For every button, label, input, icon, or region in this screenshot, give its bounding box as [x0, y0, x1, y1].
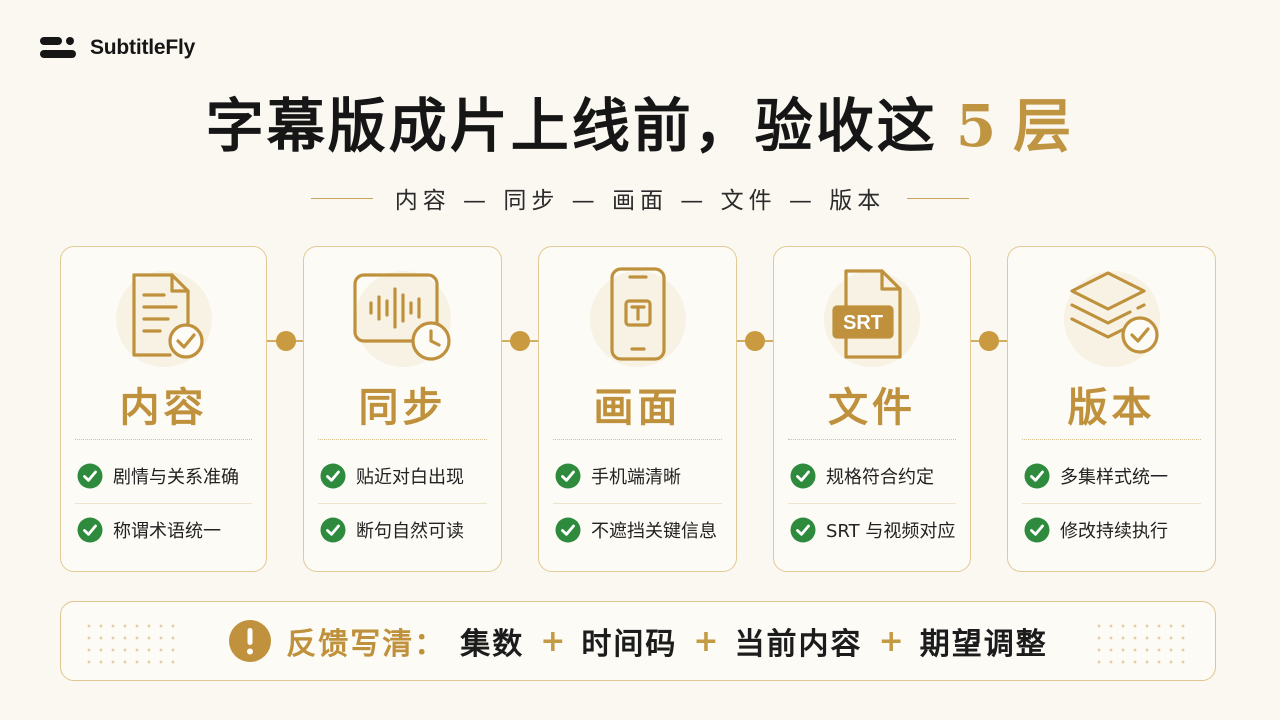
check-item: 剧情与关系准确 [75, 452, 252, 500]
brand-logo: SubtitleFly [38, 34, 195, 62]
dotted-divider [553, 439, 722, 440]
check-item: 不遮挡关键信息 [553, 506, 722, 554]
check-circle-icon [555, 463, 581, 489]
layers-check-icon [1069, 271, 1159, 354]
check-item: 断句自然可读 [318, 506, 487, 554]
card-title: 画面 [593, 384, 682, 431]
card-title: 版本 [1067, 384, 1156, 431]
check-item: SRT 与视频对应 [788, 506, 956, 554]
decorative-dots [1093, 620, 1193, 664]
check-circle-icon [790, 517, 816, 543]
check-circle-icon [790, 463, 816, 489]
feedback-bar: 反馈写清： 集数 + 时间码 + 当前内容 + 期望调整 [60, 601, 1216, 681]
title-main: 字幕版成片上线前，验收这 [205, 92, 938, 160]
check-circle-icon [1024, 463, 1050, 489]
check-item-text: SRT 与视频对应 [826, 521, 956, 542]
card-screen: 画面 手机端清晰 不遮挡关键信息 [538, 246, 737, 572]
feedback-item: 期望调整 [919, 627, 1048, 662]
card-sync: 同步 贴近对白出现 断句自然可读 [303, 246, 502, 572]
title-unit: 层 [1013, 92, 1075, 160]
check-item: 多集样式统一 [1022, 452, 1201, 500]
title-number: 5 [955, 92, 1000, 160]
card-content: 内容 剧情与关系准确 称谓术语统一 [60, 246, 267, 572]
plus-sign: + [878, 623, 904, 659]
feedback-item: 集数 [460, 627, 525, 662]
check-item-text: 手机端清晰 [591, 467, 681, 488]
phone-text-icon [609, 267, 666, 361]
feedback-item: 时间码 [581, 627, 678, 662]
check-circle-icon [320, 517, 346, 543]
srt-file-icon: SRT [832, 269, 902, 359]
connector-dot [979, 331, 999, 351]
check-item-text: 称谓术语统一 [113, 521, 221, 542]
waveform-clock-icon [352, 273, 451, 361]
check-item-text: 不遮挡关键信息 [591, 521, 717, 542]
dotted-divider [1022, 439, 1201, 440]
check-circle-icon [77, 517, 103, 543]
check-item-text: 规格符合约定 [826, 467, 934, 488]
card-title: 文件 [828, 384, 916, 431]
check-circle-icon [555, 517, 581, 543]
check-item-text: 断句自然可读 [356, 521, 464, 542]
dotted-divider [788, 439, 956, 440]
decorative-dots [83, 620, 183, 664]
check-item: 手机端清晰 [553, 452, 722, 500]
dotted-divider [318, 439, 487, 440]
card-title: 内容 [119, 384, 208, 431]
subtitle: 内容 — 同步 — 画面 — 文件 — 版本 [0, 178, 1280, 218]
subtitlefly-logo-icon [40, 37, 76, 58]
check-item: 规格符合约定 [788, 452, 956, 500]
check-item-text: 修改持续执行 [1060, 521, 1168, 542]
document-check-icon [131, 273, 204, 359]
card-title: 同步 [358, 384, 447, 431]
connector-dot [510, 331, 530, 351]
exclamation-icon [229, 620, 272, 662]
subtitle-text: 内容 — 同步 — 画面 — 文件 — 版本 [394, 188, 886, 214]
dotted-divider [75, 439, 252, 440]
check-circle-icon [1024, 517, 1050, 543]
plus-sign: + [540, 623, 566, 659]
check-item-text: 剧情与关系准确 [113, 467, 239, 488]
check-item: 贴近对白出现 [318, 452, 487, 500]
check-item: 修改持续执行 [1022, 506, 1201, 554]
check-circle-icon [77, 463, 103, 489]
left-rule [310, 197, 373, 199]
check-item-text: 多集样式统一 [1060, 467, 1168, 488]
feedback-item: 当前内容 [734, 627, 863, 662]
check-circle-icon [320, 463, 346, 489]
connector-dot [276, 331, 296, 351]
plus-sign: + [693, 623, 719, 659]
right-rule [907, 197, 970, 199]
check-item: 称谓术语统一 [75, 506, 252, 554]
card-file: SRT 文件 规格符合约定 SRT 与视频对应 [773, 246, 971, 572]
srt-badge: SRT [843, 312, 883, 334]
check-item-text: 贴近对白出现 [356, 467, 464, 488]
connector-dot [745, 331, 765, 351]
feedback-label: 反馈写清： [286, 627, 447, 662]
card-version: 版本 多集样式统一 修改持续执行 [1007, 246, 1216, 572]
brand-name: SubtitleFly [90, 36, 196, 59]
